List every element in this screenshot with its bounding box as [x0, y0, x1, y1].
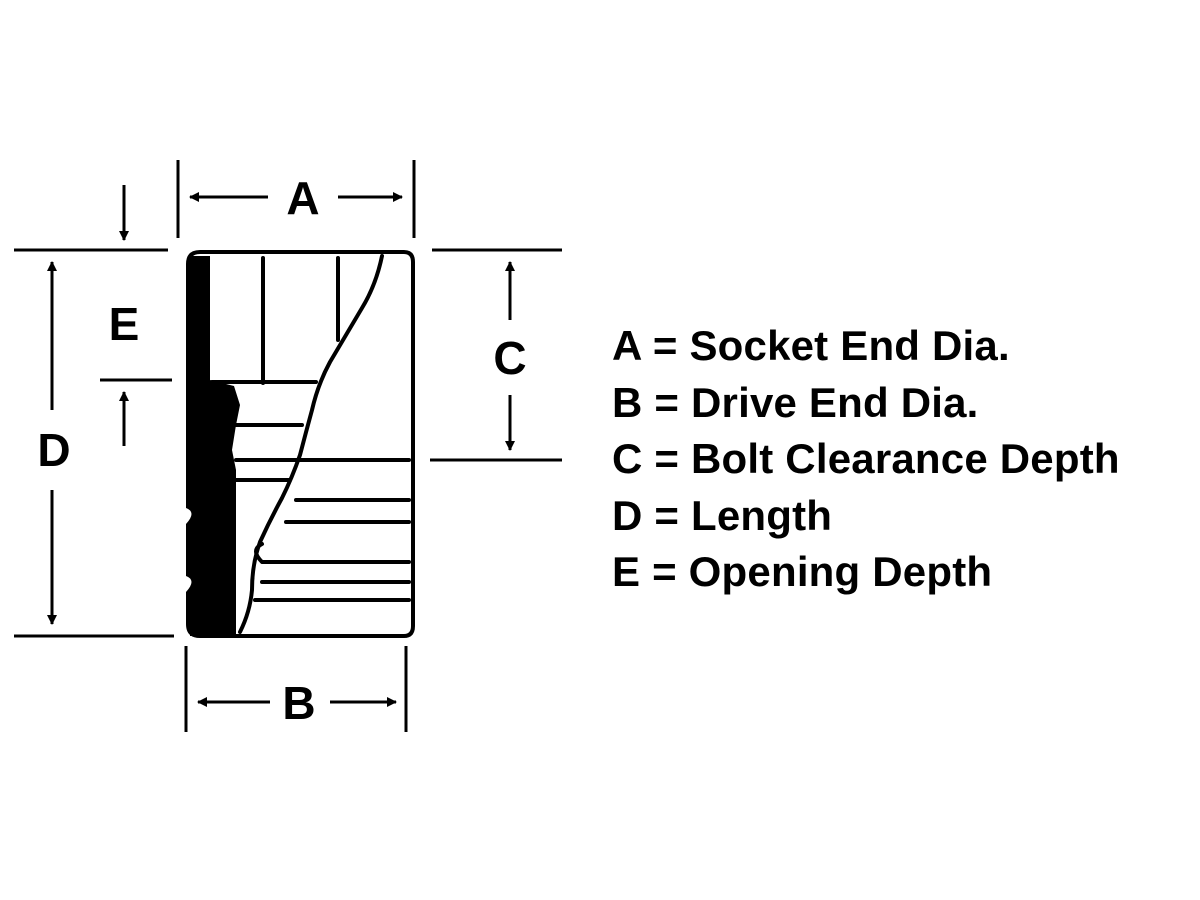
dimension-label-e: E: [109, 298, 140, 350]
dimension-label-b: B: [282, 677, 315, 729]
legend-item-e: E = Opening Depth: [612, 548, 993, 595]
socket-outline: [186, 250, 415, 638]
legend-item-c: C = Bolt Clearance Depth: [612, 435, 1120, 482]
dimension-legend: A = Socket End Dia. B = Drive End Dia. C…: [612, 318, 1120, 601]
socket-interior-step: [215, 423, 304, 452]
dimension-label-d: D: [37, 424, 70, 476]
extension-lines: [14, 160, 562, 732]
socket-wall-notch: [186, 508, 192, 524]
dimension-arrows: [47, 185, 515, 707]
socket-groove: [254, 542, 411, 564]
legend-item-d: D = Length: [612, 491, 833, 539]
legend-item-b: B = Drive End Dia.: [612, 378, 979, 426]
socket-drawing: [186, 250, 415, 638]
socket-left-wall: [190, 256, 240, 636]
socket-wall-notch: [186, 576, 192, 592]
socket-cutaway-profile: [238, 254, 384, 634]
dimension-label-a: A: [286, 172, 319, 224]
legend-item-a: A = Socket End Dia.: [612, 322, 1010, 369]
dimension-label-c: C: [493, 332, 526, 384]
